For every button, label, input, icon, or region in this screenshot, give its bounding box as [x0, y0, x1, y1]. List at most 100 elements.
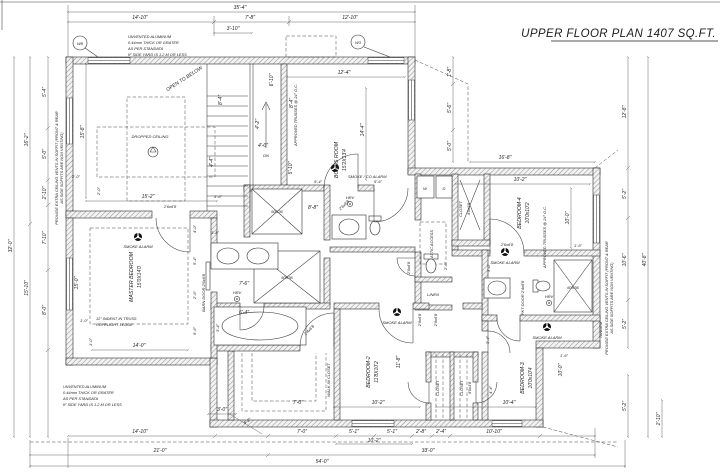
- label-door-bed4: 2'6x6'8: [500, 242, 514, 247]
- toilet-upper: [368, 215, 382, 236]
- dim-hall-b: 5'-6": [214, 194, 223, 199]
- label-dn: DN: [263, 153, 269, 158]
- hrv-icon-master: [234, 296, 240, 302]
- note-unvented-b3: AS PER STANDATA: [62, 396, 99, 401]
- attic-access-outline: [419, 221, 447, 265]
- dim-right-d: 5'-2": [622, 319, 628, 329]
- label-hrv-upper: HRV: [346, 195, 355, 200]
- smoke-alarm-icon-master: [134, 233, 142, 241]
- bathtub: [213, 306, 307, 346]
- dim-cl-a: 3'-4": [485, 335, 490, 344]
- note-indent-2: ROPELIGHT LEDGE: [96, 322, 133, 327]
- label-closet-bed4: CLOSET: [458, 200, 463, 217]
- dim-right-f: 2'-10": [656, 412, 662, 426]
- label-tandem: TANDEM: [598, 321, 603, 338]
- dim-bot-e: 10'-2": [368, 438, 381, 444]
- smoke-alarm-icon-bed4: [501, 248, 509, 256]
- dim-mwall-a: 4'-0": [192, 224, 197, 233]
- dim-top-b: 7'-8": [245, 15, 255, 21]
- door-master: [155, 217, 191, 253]
- dim-top-overall: 35'-4": [234, 5, 247, 11]
- dim-open-h: 15'-8": [80, 125, 86, 138]
- dim-bed4-top: 16'-8": [499, 155, 512, 161]
- dim-left-e: 2'-10": [42, 186, 48, 200]
- label-washer: W: [423, 186, 428, 191]
- dim-left-overall: 32'-0": [8, 239, 14, 252]
- door-closet-left: [407, 381, 430, 404]
- dim-bot-f: 2'-8": [415, 429, 426, 435]
- dim-right-b: 5'-2": [622, 189, 628, 199]
- smoke-alarm-icon-bed3: [543, 323, 551, 331]
- dim-left-a: 16'-2": [24, 133, 30, 146]
- dim-wic-b: 7'-0": [293, 400, 303, 406]
- ropelight-ledge-outline: [89, 227, 189, 325]
- dim-right-e: 5'-2": [622, 401, 628, 411]
- dim-bed4-w: 10'-2": [514, 177, 527, 183]
- door-ensuite: [239, 305, 265, 331]
- label-hrv-master: HRV: [233, 290, 242, 295]
- room-bed3-name: BEDROOM-3: [520, 362, 526, 394]
- dim-mwall-c: 2'-6": [192, 290, 197, 300]
- door-bonus: [323, 153, 359, 189]
- right-bath-vanity: [483, 277, 511, 299]
- door-swings: [155, 153, 525, 404]
- dim-bot-21: 21'-0": [153, 448, 167, 454]
- dim-bot-a: 14'-10": [132, 429, 148, 435]
- windows: [66, 57, 600, 427]
- dim-master-b: 1'-0": [88, 337, 93, 346]
- text-layer: UPPER FLOOR PLAN 1407 SQ.FT. 35'-4" 14'-…: [8, 5, 716, 465]
- dim-open-w: 15'-2": [142, 194, 155, 200]
- dim-top-c: 12'-10": [342, 15, 358, 21]
- stair-down-arrow: [261, 101, 271, 148]
- dim-left-c: 5'-4": [42, 87, 48, 97]
- washer-box: [416, 175, 435, 199]
- label-closet-left: CLOSET: [435, 379, 440, 396]
- dim-cl-d: 5'-0": [486, 263, 491, 272]
- walkin-shelving: [241, 353, 327, 412]
- label-door-bed2: 2'6x6'8: [417, 313, 422, 327]
- dim-bed3-h: 10'-0": [558, 363, 564, 376]
- dim-stair-a: 8'-4": [218, 95, 224, 105]
- dim-stair-f: 4'-4": [209, 157, 215, 167]
- label-shower-right: 60X36: [567, 285, 579, 290]
- dimension-lines: [12, 5, 664, 468]
- dim-top-d: 3'-10": [227, 26, 240, 32]
- dim-bot-c: 5'-1": [349, 429, 359, 435]
- room-bonus-size: 15'2X13'4: [342, 149, 348, 171]
- hrv-icon-right: [546, 300, 552, 306]
- dim-bonus-w: 12'-4": [338, 70, 351, 76]
- room-bed3-size: 10'0x10'4: [528, 367, 534, 388]
- door-bed3: [487, 330, 511, 354]
- toilet-hall: [423, 253, 439, 274]
- sheet-border: [0, 0, 720, 30]
- dim-cl-c: 2'-6": [443, 261, 448, 271]
- label-smoke-bed4: SMOKE ALARM: [490, 260, 520, 265]
- dim-bed2-w: 10'-2": [372, 400, 385, 406]
- door-bed4: [489, 218, 525, 254]
- dropped-ceiling-outline: [126, 96, 186, 202]
- dim-left-f: 7'-10": [42, 231, 48, 244]
- dim-entry-a: 1'-8": [447, 67, 453, 77]
- note-soffit-left-2: AS SIDE SOFFITS ARE NON VENTING): [59, 132, 64, 205]
- dim-stair-b: 6'-10": [269, 73, 275, 86]
- smoke-alarm-icon-hall: [393, 308, 401, 316]
- label-walkin-closet: WALK-IN CLOSET: [326, 363, 331, 397]
- dim-bot-diag: 6'-2": [242, 416, 252, 425]
- label-shower-upper: 60X36: [271, 209, 283, 214]
- barn-door-panel: [205, 261, 211, 291]
- door-walkin: [299, 312, 335, 348]
- label-smoke-master: SMOKE ALARM: [123, 244, 153, 249]
- label-door-master: 2'6x6'8: [163, 204, 177, 209]
- smoke-co-alarm-icon-bonus: [331, 164, 339, 172]
- dim-bot-b: 7'-0": [297, 429, 307, 435]
- room-master-size: 15'0X14'0: [137, 266, 143, 288]
- room-bed4-name: BEDROOM-4: [517, 197, 523, 229]
- dim-stair-d: 4'-2": [255, 119, 261, 129]
- hrv-icon-upper: [347, 201, 353, 207]
- door-toilet-room: [396, 257, 416, 277]
- label-dropped-ceiling: DROPPED CEILING: [132, 134, 169, 139]
- bifold-doors-bed4-closet: [459, 179, 481, 231]
- label-smoke-bed3: SMOKE ALARM: [532, 335, 562, 340]
- dim-bot-33: 33'-0": [422, 448, 435, 454]
- dim-bonus-a: 9'-4": [314, 179, 323, 184]
